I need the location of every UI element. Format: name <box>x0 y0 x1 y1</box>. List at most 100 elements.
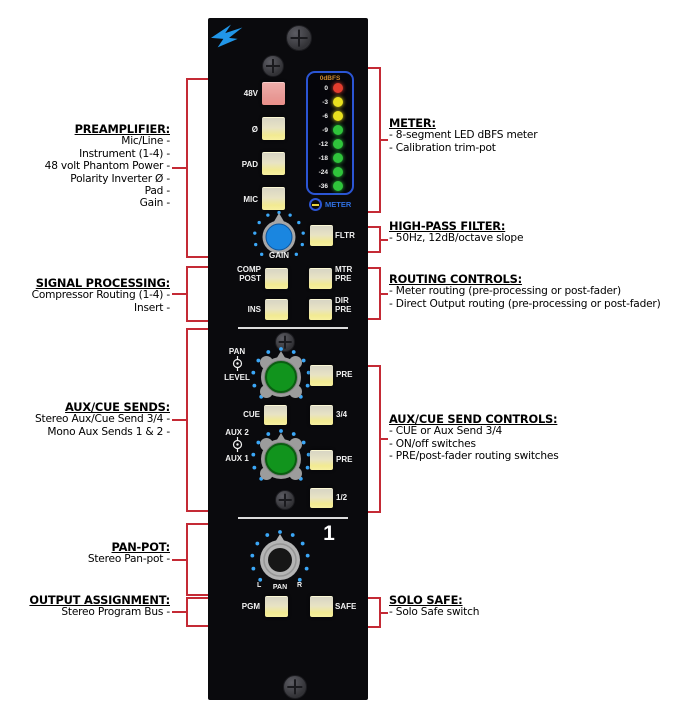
led-segment <box>333 97 343 107</box>
meter-db-label: -3 <box>322 99 328 106</box>
annotation-line: - 50Hz, 12dB/octave slope <box>389 232 524 245</box>
comp-post-button[interactable] <box>265 268 288 289</box>
aux12-pre-label: PRE <box>336 455 353 464</box>
phantom-label: 48V <box>243 89 258 98</box>
annotation-line: - Direct Output routing (pre-processing … <box>389 297 661 310</box>
annotation-title: SIGNAL PROCESSING: <box>35 276 170 290</box>
annotation-aux-cue-sends: AUX/CUE SENDS: Stereo Aux/Cue Send 3/4 -… <box>0 401 170 438</box>
dual-concentric-pot-icon <box>232 356 242 371</box>
section-divider <box>238 517 348 519</box>
mic-button[interactable] <box>262 187 285 210</box>
meter-trim-pot[interactable] <box>309 198 322 211</box>
annotation-title: OUTPUT ASSIGNMENT: <box>29 593 170 607</box>
aux12-pre-button[interactable] <box>310 450 333 470</box>
bracket-high-pass-filter <box>365 226 388 253</box>
bracket-signal-processing <box>172 266 208 322</box>
bracket-aux-cue-send-controls <box>365 365 388 513</box>
annotation-meter: METER: - 8-segment LED dBFS meter - Cali… <box>389 117 683 154</box>
annotation-line: Gain - <box>139 197 171 210</box>
safe-label: SAFE <box>335 602 357 611</box>
dir-pre-button[interactable] <box>309 299 332 320</box>
annotation-title: PAN-POT: <box>111 540 170 554</box>
api-logo-icon <box>211 24 243 48</box>
channel-number: 1 <box>323 522 335 545</box>
annotation-title: PREAMPLIFIER: <box>74 122 171 136</box>
led-segment <box>333 181 343 191</box>
annotation-line: 48 volt Phantom Power - <box>44 160 171 173</box>
annotation-line: Stereo Pan-pot - <box>87 553 170 566</box>
section-divider <box>238 327 348 329</box>
meter-db-label: 0 <box>324 85 328 92</box>
screw-icon <box>275 332 295 352</box>
screw-icon <box>275 490 295 510</box>
safe-button[interactable] <box>310 596 333 617</box>
led-segment <box>333 167 343 177</box>
pgm-button[interactable] <box>265 596 288 617</box>
aux12-label: 1/2 <box>336 493 348 502</box>
aux34-pre-button[interactable] <box>310 365 333 386</box>
annotation-line: Stereo Program Bus - <box>61 606 170 619</box>
aux12-knob-label: AUX 2 AUX 1 <box>225 428 249 463</box>
annotation-line: Stereo Aux/Cue Send 3/4 - <box>35 413 170 426</box>
meter-label: METER <box>325 200 352 209</box>
annotation-line: - PRE/post-fader routing switches <box>389 450 559 463</box>
annotation-aux-cue-send-controls: AUX/CUE SEND CONTROLS: - CUE or Aux Send… <box>389 413 683 463</box>
led-segment <box>333 153 343 163</box>
comp-post-label: COMP POST <box>237 265 261 283</box>
meter-db-label: -18 <box>318 155 328 162</box>
dual-concentric-pot-icon <box>232 437 242 452</box>
annotation-line: - Calibration trim-pot <box>389 141 496 154</box>
annotation-line: Insert - <box>134 301 170 314</box>
meter-db-label: -9 <box>322 127 328 134</box>
annotation-line: Polarity Inverter Ø - <box>70 172 170 185</box>
gain-knob[interactable] <box>247 205 311 269</box>
annotation-line: - Meter routing (pre-processing or post-… <box>389 285 621 298</box>
ins-label: INS <box>247 305 261 314</box>
cue-label: CUE <box>243 410 260 419</box>
annotation-title: AUX/CUE SENDS: <box>65 400 170 414</box>
annotation-line: - ON/off switches <box>389 437 476 450</box>
phantom-48v-button[interactable] <box>262 82 285 105</box>
meter-db-label: -36 <box>318 183 328 190</box>
meter-db-label: -12 <box>318 141 328 148</box>
annotation-solo-safe: SOLO SAFE: - Solo Safe switch <box>389 594 683 619</box>
pan-knob[interactable] <box>246 526 314 594</box>
annotation-title: METER: <box>389 116 436 130</box>
annotation-routing-controls: ROUTING CONTROLS: - Meter routing (pre-p… <box>389 273 683 310</box>
pad-button[interactable] <box>262 152 285 175</box>
annotation-title: SOLO SAFE: <box>389 593 463 607</box>
annotation-output-assignment: OUTPUT ASSIGNMENT: Stereo Program Bus - <box>0 594 170 619</box>
annotation-preamplifier: PREAMPLIFIER: Mic/Line - Instrument (1-4… <box>0 122 171 210</box>
ins-button[interactable] <box>265 299 288 320</box>
annotation-line: Mono Aux Sends 1 & 2 - <box>47 425 170 438</box>
meter-db-label: -6 <box>322 113 328 120</box>
annotation-signal-processing: SIGNAL PROCESSING: Compressor Routing (1… <box>0 276 171 314</box>
polarity-button[interactable] <box>262 117 285 140</box>
filter-button[interactable] <box>310 225 333 246</box>
bracket-solo-safe <box>365 597 388 628</box>
annotation-title: HIGH-PASS FILTER: <box>389 219 506 233</box>
annotation-line: Instrument (1-4) - <box>79 147 170 160</box>
annotation-line: Mic/Line - <box>121 135 170 148</box>
aux34-button[interactable] <box>310 405 333 425</box>
annotation-line: Compressor Routing (1-4) - <box>31 289 171 302</box>
pan-right-label: R <box>297 582 303 589</box>
aux12-button[interactable] <box>310 488 333 508</box>
aux12-knob[interactable] <box>247 425 315 493</box>
pgm-label: PGM <box>241 602 260 611</box>
pan-left-label: L <box>257 582 262 589</box>
bracket-routing-controls <box>365 267 388 320</box>
mic-label: MIC <box>243 195 258 204</box>
meter-scale-label: 0dBFS <box>319 75 341 82</box>
led-segment <box>333 139 343 149</box>
annotation-line: - CUE or Aux Send 3/4 <box>389 425 503 438</box>
screw-icon <box>262 55 284 77</box>
annotation-title: AUX/CUE SEND CONTROLS: <box>389 412 558 426</box>
channel-strip: 0dBFS 0 -3 -6 -9 -12 -18 -24 -36 METER 4… <box>208 18 368 700</box>
mtr-pre-button[interactable] <box>309 268 332 289</box>
gain-label: GAIN <box>269 251 289 260</box>
annotation-line: - Solo Safe switch <box>389 606 480 619</box>
cue-level-pan-knob[interactable] <box>247 343 315 411</box>
cue-button[interactable] <box>264 405 287 425</box>
